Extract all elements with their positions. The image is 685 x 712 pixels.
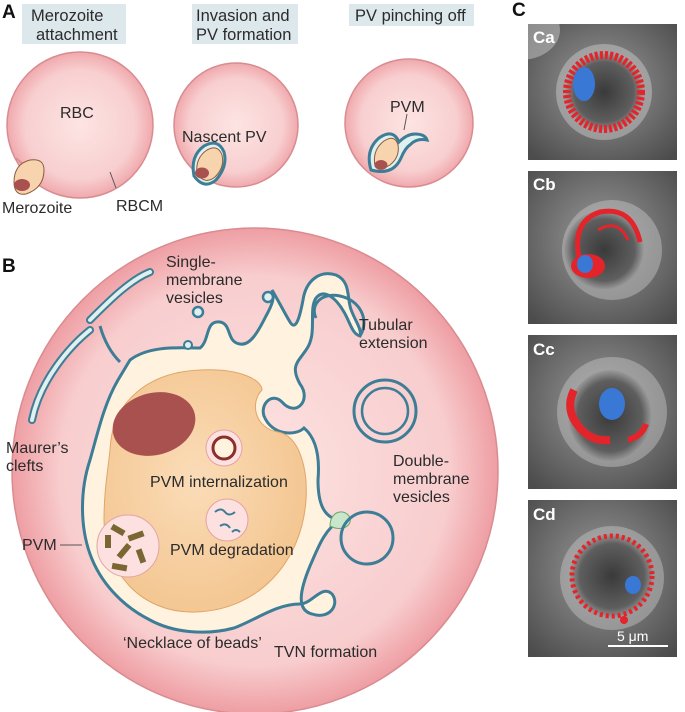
label-tvn: TVN formation xyxy=(274,644,377,661)
scale-bar-label: 5 μm xyxy=(617,628,648,644)
label-merozoite: Merozoite xyxy=(2,200,72,217)
label-tubular-1: Tubular xyxy=(359,317,413,334)
label-pvm-b: PVM xyxy=(22,537,57,554)
parasite xyxy=(96,369,307,613)
panel-c-letter: C xyxy=(512,0,526,21)
micrograph-cb xyxy=(528,171,677,324)
label-tubular-2: extension xyxy=(359,335,428,352)
step-2-header-bg xyxy=(192,4,298,44)
merozoite-attached xyxy=(13,159,45,195)
step-3-title-line1: PV pinching off xyxy=(355,7,466,25)
label-double-3: vesicles xyxy=(393,489,450,506)
micrograph-cd-label: Cd xyxy=(533,505,556,524)
panel-a-letter: A xyxy=(2,2,16,23)
label-single-membrane-3: vesicles xyxy=(166,290,223,307)
pvm-degradation-body xyxy=(205,498,249,542)
label-necklace: ‘Necklace of beads’ xyxy=(123,635,262,652)
label-rbc: RBC xyxy=(60,105,94,122)
label-double-2: membrane xyxy=(393,471,470,488)
micrograph-ca-label: Ca xyxy=(533,28,555,47)
micrograph-ca xyxy=(528,24,677,160)
step-2-title-line1: Invasion and xyxy=(196,7,290,25)
label-double-1: Double- xyxy=(393,453,449,470)
step-1-title-line2: attachment xyxy=(36,26,118,44)
micrograph-cc-label: Cc xyxy=(533,340,555,359)
label-single-membrane-2: membrane xyxy=(166,272,243,289)
label-single-membrane-1: Single- xyxy=(166,254,216,271)
step-1-title-line1: Merozoite xyxy=(31,7,103,25)
label-nascent-pv: Nascent PV xyxy=(182,129,267,146)
rbc-pinching xyxy=(344,58,474,188)
step-2-title-line2: PV formation xyxy=(196,26,291,44)
food-vacuole xyxy=(96,514,160,578)
label-pvm-a: PVM xyxy=(390,99,425,116)
micrograph-cb-label: Cb xyxy=(533,175,556,194)
label-pvm-internalization: PVM internalization xyxy=(150,474,288,491)
scale-bar: 5 μm xyxy=(608,628,668,647)
panel-b-letter: B xyxy=(2,256,16,277)
rbc-attachment xyxy=(6,51,154,199)
micrograph-cd xyxy=(528,500,677,657)
step-1-header-bg xyxy=(22,4,126,44)
rbc-invasion xyxy=(173,62,299,188)
label-maurers-2: clefts xyxy=(6,458,43,475)
panel-a-step-1: Merozoite attachment xyxy=(22,4,126,44)
label-pvm-degradation: PVM degradation xyxy=(170,542,294,559)
nucleus xyxy=(112,392,196,456)
step-3-header-bg xyxy=(349,4,474,26)
label-rbcm: RBCM xyxy=(116,198,163,215)
label-maurers-1: Maurer’s xyxy=(6,440,69,457)
pvm-internalization-body xyxy=(205,429,243,467)
panel-a-step-3: PV pinching off xyxy=(349,4,474,26)
panel-a-step-2: Invasion and PV formation xyxy=(192,4,298,44)
micrograph-cc xyxy=(528,335,677,489)
